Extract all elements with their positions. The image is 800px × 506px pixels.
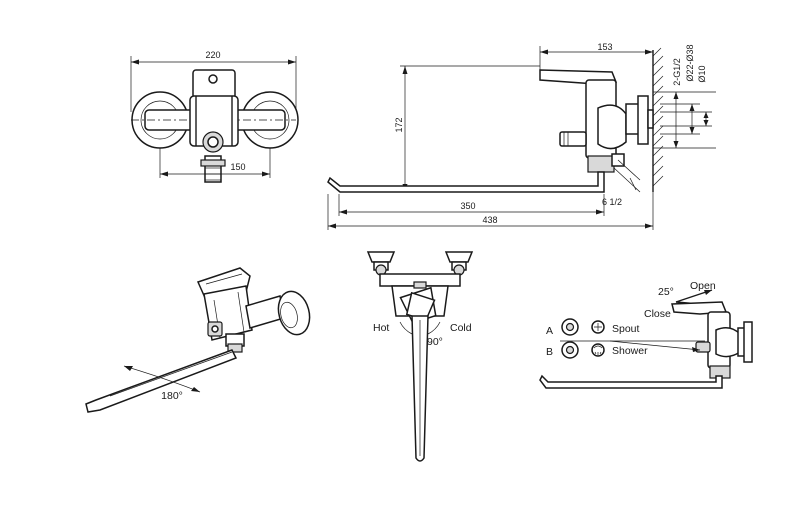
top-handle xyxy=(192,69,236,99)
open-label: Open xyxy=(690,280,716,292)
switch-spout xyxy=(539,374,723,389)
top-width-dim: 220 xyxy=(205,50,220,60)
side-thread-dim: 6 1/2 xyxy=(602,197,622,207)
top-center-dim: 150 xyxy=(230,162,245,172)
side-height-dim: 172 xyxy=(394,117,404,132)
side-reach-dim: 153 xyxy=(597,42,612,52)
spout-label: Spout xyxy=(612,323,640,335)
row-a-label: A xyxy=(546,325,553,337)
top-view: 220 150 xyxy=(130,50,299,183)
front-angle-label: 90° xyxy=(427,336,443,348)
side-vdim-2: Ø22-Ø38 xyxy=(685,44,695,81)
iso-spout xyxy=(85,349,238,413)
cold-label: Cold xyxy=(450,322,472,334)
side-spout xyxy=(327,171,605,193)
iso-view: 180° xyxy=(85,267,311,413)
side-vdim-3: Ø10 xyxy=(697,65,707,82)
switch-view: Open 25° Close A Spout B Shower xyxy=(539,280,753,389)
close-label: Close xyxy=(644,308,671,320)
iso-rotation-label: 180° xyxy=(161,390,183,402)
shower-label: Shower xyxy=(612,345,648,357)
side-vdim-1: 2-G1/2 xyxy=(672,58,682,86)
row-b-label: B xyxy=(546,346,553,358)
angle-25-label: 25° xyxy=(658,286,674,298)
side-spout-dim: 350 xyxy=(460,201,475,211)
hot-label: Hot xyxy=(373,322,389,334)
front-view: Hot Cold 90° xyxy=(366,251,474,462)
side-total-dim: 438 xyxy=(482,215,497,225)
side-view: 153 172 6 1/2 350 xyxy=(327,42,716,230)
